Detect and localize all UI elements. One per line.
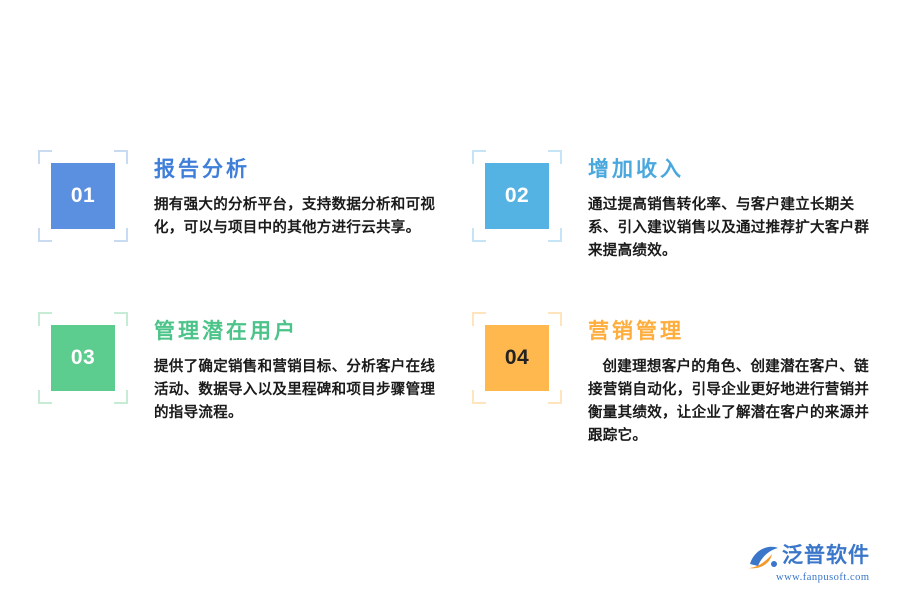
card-description: 创建理想客户的角色、创建潜在客户、链接营销自动化，引导企业更好地进行营销并衡量其… <box>588 359 870 444</box>
fanpu-logo-icon <box>748 546 778 569</box>
number-badge: 04 <box>485 325 549 391</box>
number-frame <box>38 312 128 404</box>
brand-url[interactable]: www.fanpusoft.com <box>776 572 870 583</box>
number-badge: 01 <box>51 163 115 229</box>
number-frame <box>472 312 562 404</box>
card-description: 拥有强大的分析平台，支持数据分析和可视化，可以与项目中的其他方进行云共享。 <box>154 197 436 236</box>
number-badge: 03 <box>51 325 115 391</box>
card-title: 增加收入 <box>588 157 684 181</box>
card-title: 管理潜在用户 <box>154 319 298 343</box>
card-description: 提供了确定销售和营销目标、分析客户在线活动、数据导入以及里程碑和项目步骤管理的指… <box>154 359 436 421</box>
number-frame <box>38 150 128 242</box>
card-title: 报告分析 <box>154 157 250 181</box>
feature-card-report-analysis: 01 报告分析 拥有强大的分析平台，支持数据分析和可视化，可以与项目中的其他方进… <box>36 150 456 310</box>
number-frame <box>472 150 562 242</box>
brand-name: 泛普软件 <box>782 543 870 567</box>
feature-card-increase-revenue: 02 增加收入 通过提高销售转化率、与客户建立长期关系、引入建议销售以及通过推荐… <box>470 150 890 310</box>
brand-logo[interactable]: 泛普软件 www.fanpusoft.com <box>746 540 886 588</box>
card-title: 营销管理 <box>588 319 684 343</box>
card-description: 通过提高销售转化率、与客户建立长期关系、引入建议销售以及通过推荐扩大客户群来提高… <box>588 197 870 259</box>
feature-card-manage-leads: 03 管理潜在用户 提供了确定销售和营销目标、分析客户在线活动、数据导入以及里程… <box>36 312 456 472</box>
number-badge: 02 <box>485 163 549 229</box>
feature-card-marketing-management: 04 营销管理 创建理想客户的角色、创建潜在客户、链接营销自动化，引导企业更好地… <box>470 312 890 472</box>
